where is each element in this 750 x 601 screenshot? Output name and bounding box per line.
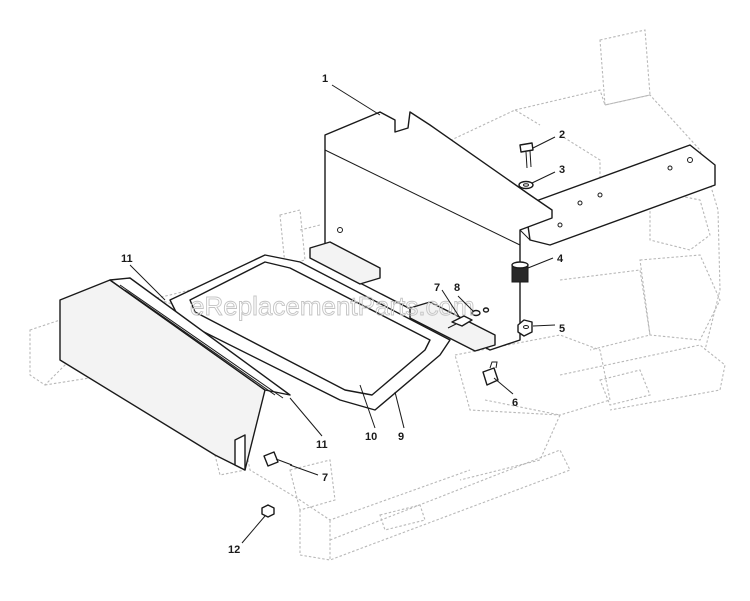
callout-6: 6 <box>512 397 518 409</box>
hardware <box>261 142 534 518</box>
front-seat-panel <box>59 277 291 471</box>
callout-3: 3 <box>559 164 565 176</box>
seat-pad-tray <box>169 254 451 411</box>
callout-11-upper: 11 <box>121 253 133 265</box>
callout-9: 9 <box>398 431 404 443</box>
callout-4: 4 <box>557 253 564 265</box>
callout-7-upper: 7 <box>434 282 440 294</box>
leader-lines <box>129 84 556 544</box>
callout-12: 12 <box>228 544 240 556</box>
callout-8: 8 <box>454 282 460 294</box>
rear-cover-panel <box>324 111 553 351</box>
callout-2: 2 <box>559 129 565 141</box>
callout-10: 10 <box>365 431 377 443</box>
callout-labels: 1 2 3 4 5 6 7 8 11 11 10 9 7 12 <box>121 73 565 556</box>
callout-1: 1 <box>322 73 328 85</box>
cover-bottom-strip <box>309 241 496 352</box>
callout-11-lower: 11 <box>316 439 328 451</box>
watermark-text: eReplacementParts.com <box>190 291 475 321</box>
callout-5: 5 <box>559 323 565 335</box>
callout-7-lower: 7 <box>322 472 328 484</box>
mounting-plate <box>524 144 716 246</box>
